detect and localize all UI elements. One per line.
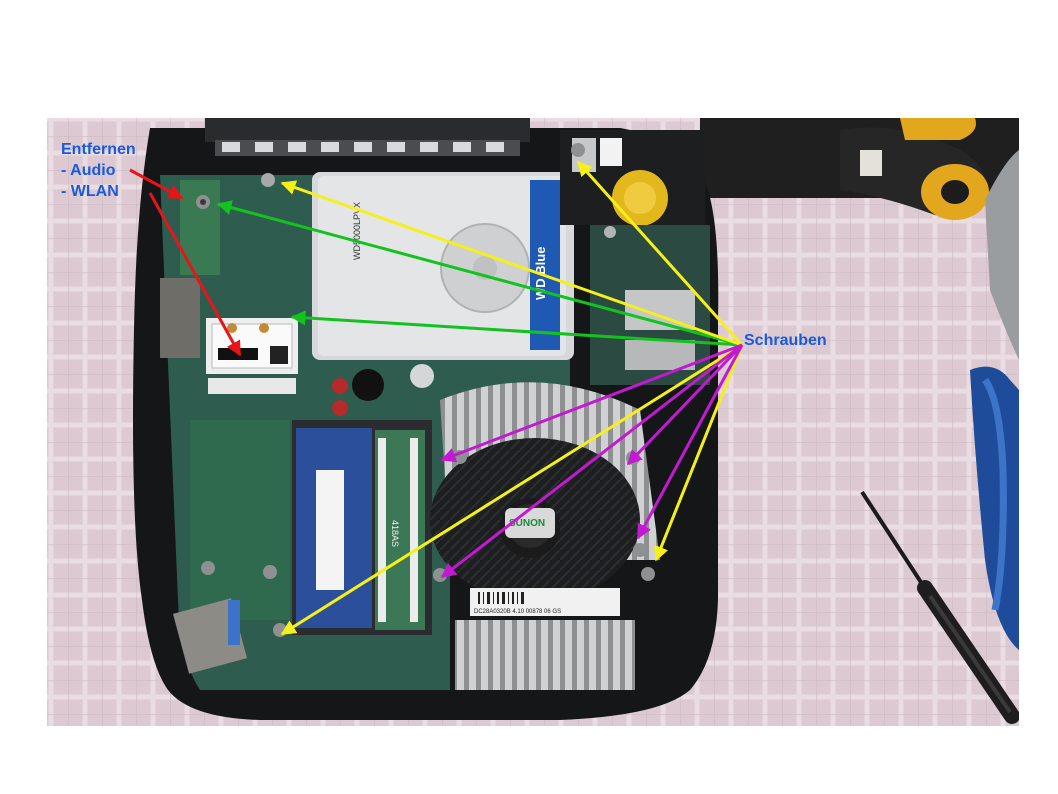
ram-marking: 418AS	[390, 520, 400, 547]
buzzer	[352, 369, 384, 401]
cpu-cooler: SUNON DC28A0320B 4.10 00878 06 GS	[430, 382, 660, 690]
screwdriver-top	[700, 118, 1019, 220]
wlan-card	[206, 318, 298, 394]
remove-title: Entfernen	[61, 141, 136, 158]
arrow-remove-audio	[129, 168, 184, 200]
msata-area	[190, 420, 290, 620]
remove-item-wlan: - WLAN	[61, 183, 119, 200]
arrow-cooler-screw-4	[636, 344, 744, 540]
arrow-screw-bottom-right	[654, 344, 744, 562]
exhaust-fins	[455, 620, 635, 690]
arrow-screw-audio	[216, 200, 743, 347]
precision-screwdriver	[860, 490, 1019, 724]
remove-item-audio: - Audio	[61, 162, 116, 179]
arrow-screw-top-right	[576, 160, 744, 347]
arrow-screw-bottom-left	[280, 343, 743, 636]
ram-modules: 418AS	[292, 420, 432, 635]
fan-barcode-text: DC28A0320B 4.10 00878 06 GS	[474, 609, 561, 615]
pliers	[970, 150, 1019, 650]
fan-brand-label: SUNON	[509, 518, 545, 529]
arrow-cooler-screw-2	[626, 343, 744, 466]
annotation-arrows	[129, 160, 744, 636]
screws-label: Schrauben	[744, 332, 827, 349]
rear-io-vents	[215, 140, 520, 156]
arrow-screw-wlan	[290, 310, 743, 347]
arrow-remove-wlan	[148, 192, 242, 357]
arrow-cooler-screw-3	[440, 343, 743, 579]
arrow-screw-hdd	[280, 180, 743, 347]
arrow-cooler-screw-1	[440, 343, 743, 463]
barcode-lines	[478, 592, 524, 604]
hdd-model-label: WD5000LPVX	[352, 202, 362, 260]
sd-slot	[160, 278, 200, 358]
fan-barcode-sticker	[470, 588, 620, 616]
